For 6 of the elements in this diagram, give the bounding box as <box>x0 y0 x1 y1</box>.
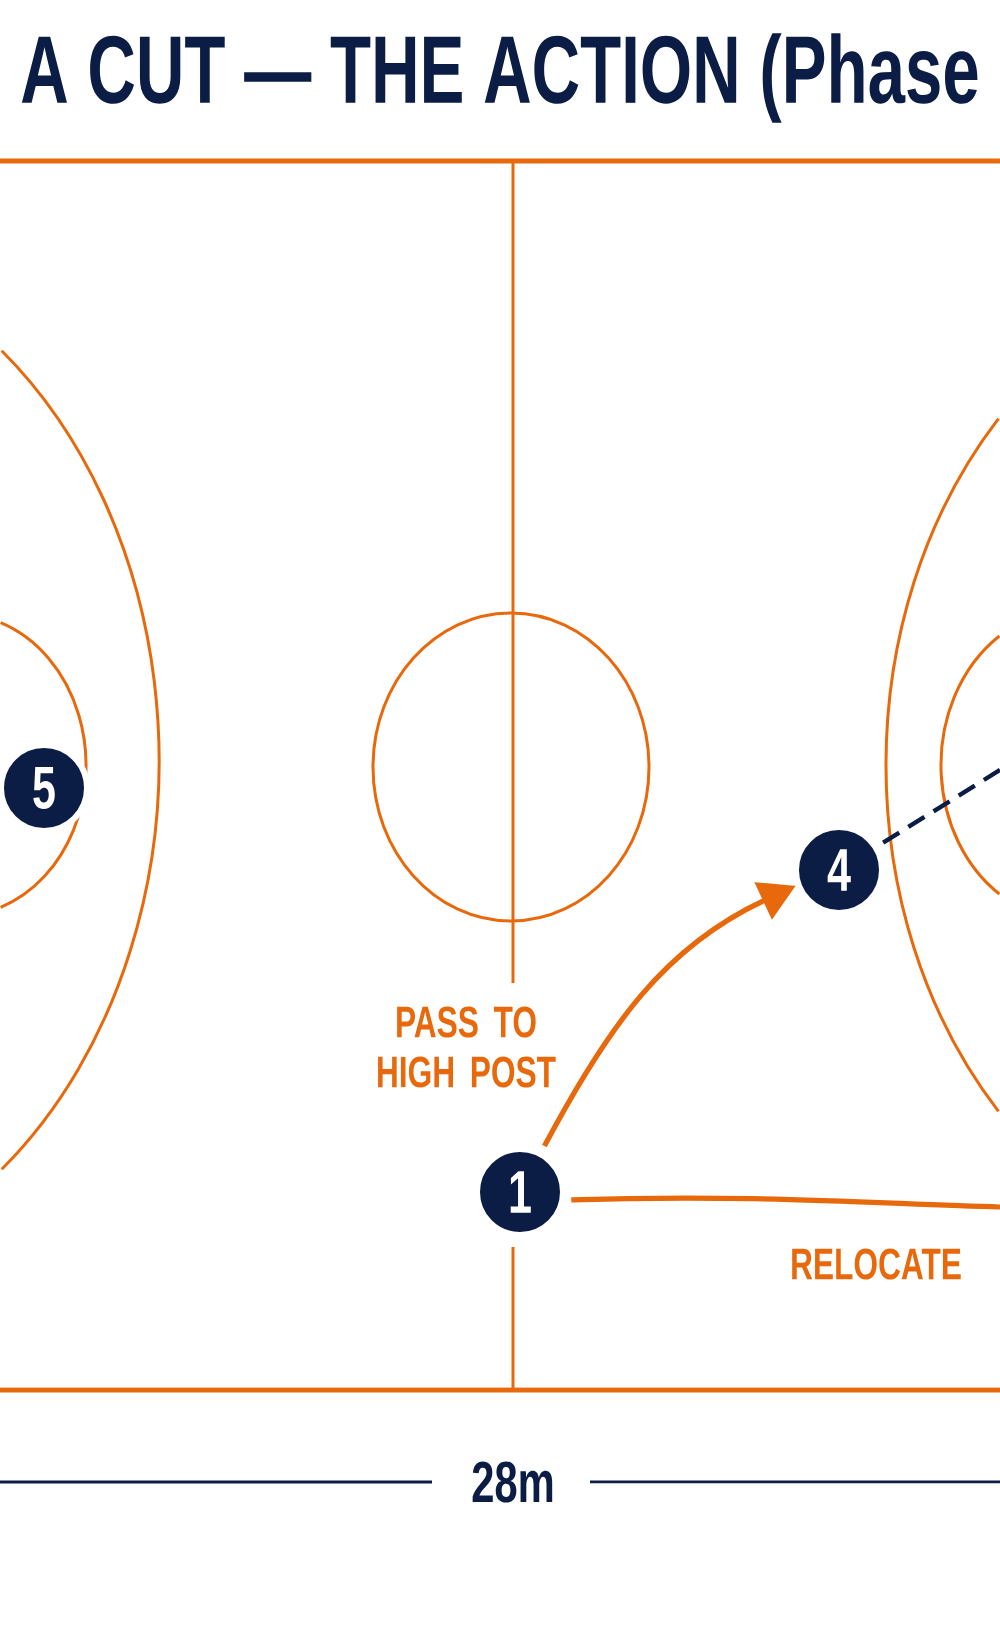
line <box>571 1195 1000 1210</box>
edge-label: RELOCATE <box>792 1248 961 1280</box>
edge-label: PASS TO HIGH POST <box>378 1006 556 1088</box>
dimension-label: 28m <box>472 1461 553 1503</box>
dashed-line <box>882 768 1000 845</box>
title: A CUT — THE ACTION (Phase <box>21 33 978 123</box>
